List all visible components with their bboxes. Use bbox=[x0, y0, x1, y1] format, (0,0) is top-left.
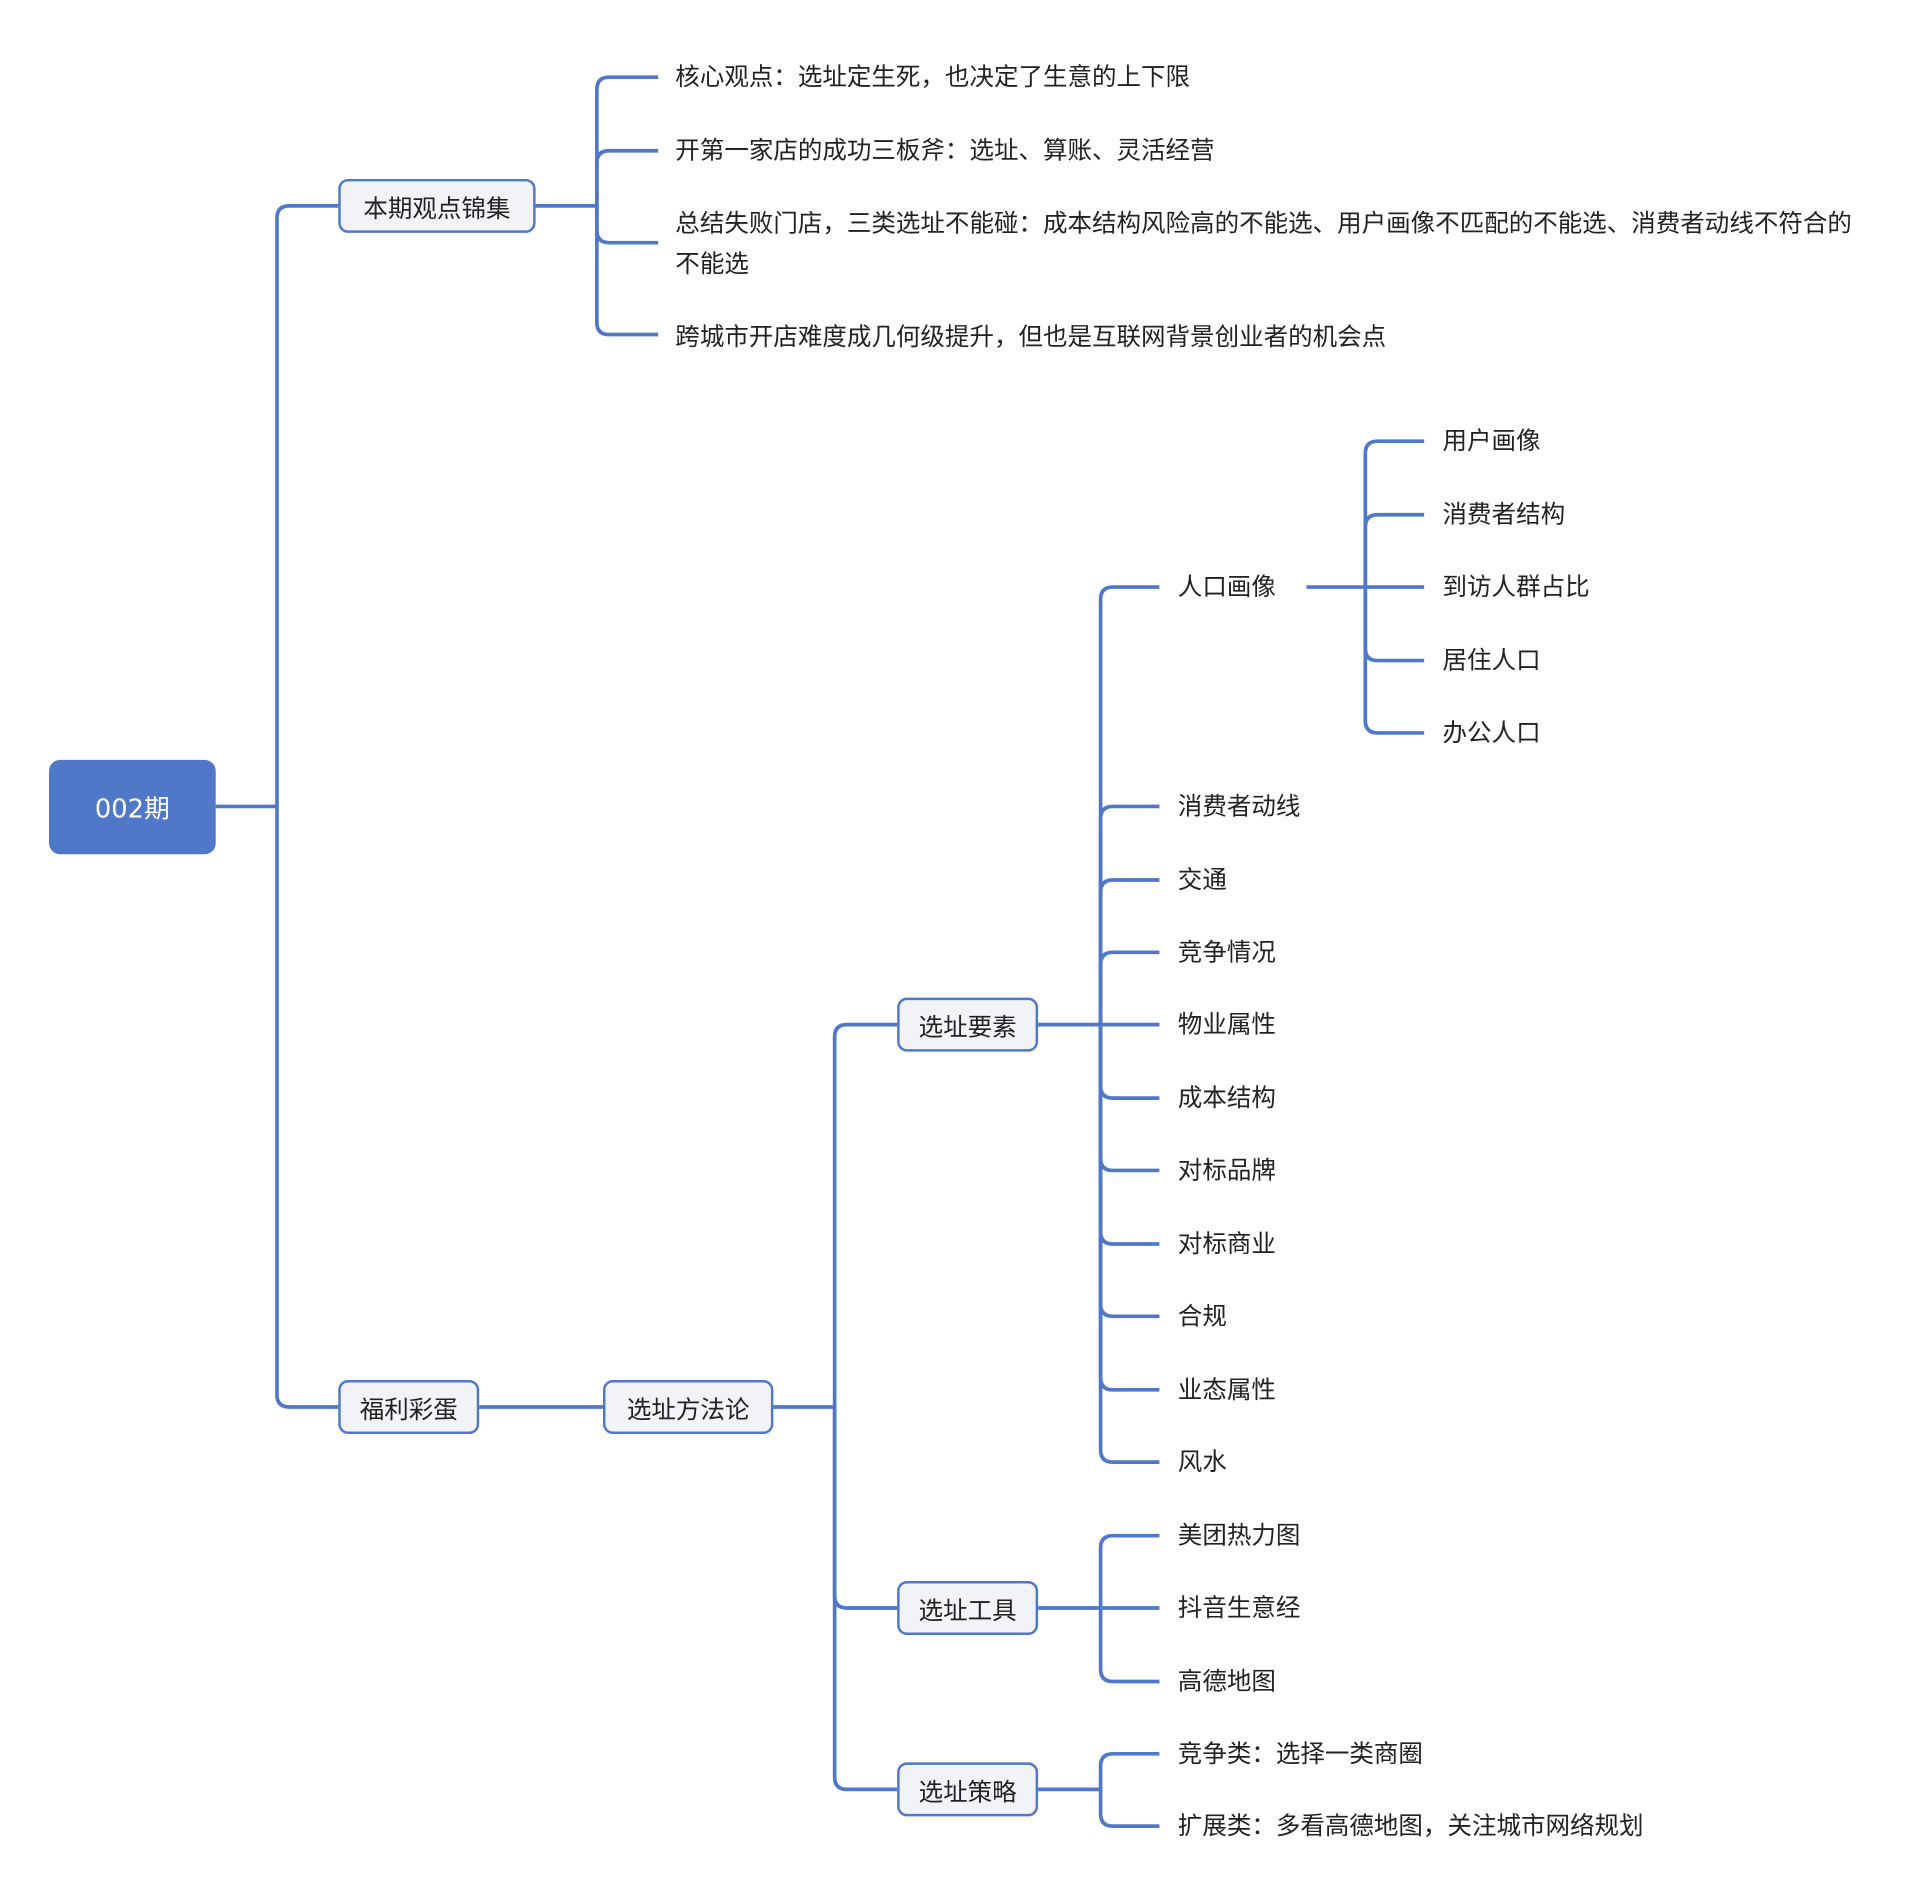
site-element-item[interactable]: 对标商业 bbox=[1177, 1228, 1276, 1259]
viewpoint-item[interactable]: 总结失败门店，三类选址不能碰：成本结构风险高的不能选、用户画像不匹配的不能选、消… bbox=[675, 208, 1852, 279]
connector-line bbox=[1098, 1024, 1160, 1100]
node-viewpoints[interactable]: 本期观点锦集 bbox=[338, 178, 536, 233]
site-strategy-item[interactable]: 竞争类：选择一类商圈 bbox=[1177, 1738, 1423, 1768]
node-bonus[interactable]: 福利彩蛋 bbox=[338, 1380, 480, 1434]
connector-line bbox=[832, 1406, 898, 1792]
connector-line bbox=[1098, 1607, 1160, 1684]
population-item[interactable]: 到访人群占比 bbox=[1442, 571, 1590, 602]
site-element-item[interactable]: 交通 bbox=[1177, 864, 1227, 895]
root-node[interactable]: 002期 bbox=[49, 759, 216, 855]
population-item[interactable]: 用户画像 bbox=[1442, 425, 1541, 456]
connector-line bbox=[275, 806, 339, 1409]
site-tool-item[interactable]: 高德地图 bbox=[1177, 1666, 1276, 1696]
connector-line bbox=[1098, 585, 1160, 1025]
site-strategy-item[interactable]: 扩展类：多看高德地图，关注城市网络规划 bbox=[1177, 1810, 1644, 1841]
connector-line bbox=[1098, 1024, 1160, 1392]
population-item[interactable]: 办公人口 bbox=[1442, 717, 1541, 748]
connector-line bbox=[595, 148, 659, 206]
connector-line bbox=[1363, 439, 1425, 588]
site-element-item[interactable]: 业态属性 bbox=[1177, 1374, 1276, 1404]
connector-line bbox=[595, 75, 659, 206]
site-element-item[interactable]: 物业属性 bbox=[1177, 1009, 1276, 1039]
connector-line bbox=[595, 205, 659, 245]
site-tool-item[interactable]: 美团热力图 bbox=[1177, 1520, 1301, 1550]
population-item[interactable]: 消费者结构 bbox=[1442, 499, 1566, 529]
viewpoint-item[interactable]: 开第一家店的成功三板斧：选址、算账、灵活经营 bbox=[675, 135, 1215, 165]
site-element-item[interactable]: 成本结构 bbox=[1177, 1082, 1276, 1113]
connector-line bbox=[1098, 1533, 1160, 1608]
node-site-tools[interactable]: 选址工具 bbox=[897, 1581, 1039, 1635]
viewpoint-item[interactable]: 核心观点：选址定生死，也决定了生意的上下限 bbox=[675, 61, 1191, 92]
population-item[interactable]: 居住人口 bbox=[1442, 645, 1541, 675]
connector-line bbox=[832, 1022, 898, 1407]
site-element-item[interactable]: 合规 bbox=[1177, 1300, 1227, 1331]
site-element-item[interactable]: 人口画像 bbox=[1177, 571, 1276, 602]
connector-line bbox=[1098, 1024, 1160, 1246]
site-element-item[interactable]: 风水 bbox=[1177, 1446, 1227, 1477]
site-element-item[interactable]: 对标品牌 bbox=[1177, 1155, 1276, 1185]
node-site-elements[interactable]: 选址要素 bbox=[897, 997, 1039, 1052]
connector-line bbox=[1363, 512, 1425, 588]
node-methodology[interactable]: 选址方法论 bbox=[602, 1380, 774, 1434]
connector-line bbox=[1363, 587, 1425, 663]
connector-line bbox=[1098, 950, 1160, 1025]
connector-line bbox=[1098, 1789, 1160, 1828]
site-element-item[interactable]: 消费者动线 bbox=[1177, 791, 1301, 821]
connector-line bbox=[1098, 1024, 1160, 1464]
connector-line bbox=[1098, 1751, 1160, 1790]
site-element-item[interactable]: 竞争情况 bbox=[1177, 936, 1276, 967]
connector-line bbox=[1098, 804, 1160, 1025]
site-tool-item[interactable]: 抖音生意经 bbox=[1177, 1592, 1301, 1623]
node-site-strategy[interactable]: 选址策略 bbox=[897, 1762, 1039, 1817]
connector-line bbox=[1098, 878, 1160, 1025]
viewpoint-item[interactable]: 跨城市开店难度成几何级提升，但也是互联网背景创业者的机会点 bbox=[675, 321, 1387, 352]
connector-line bbox=[832, 1406, 898, 1610]
connector-line bbox=[275, 204, 339, 807]
connector-line bbox=[1363, 587, 1425, 735]
connector-line bbox=[595, 205, 659, 337]
